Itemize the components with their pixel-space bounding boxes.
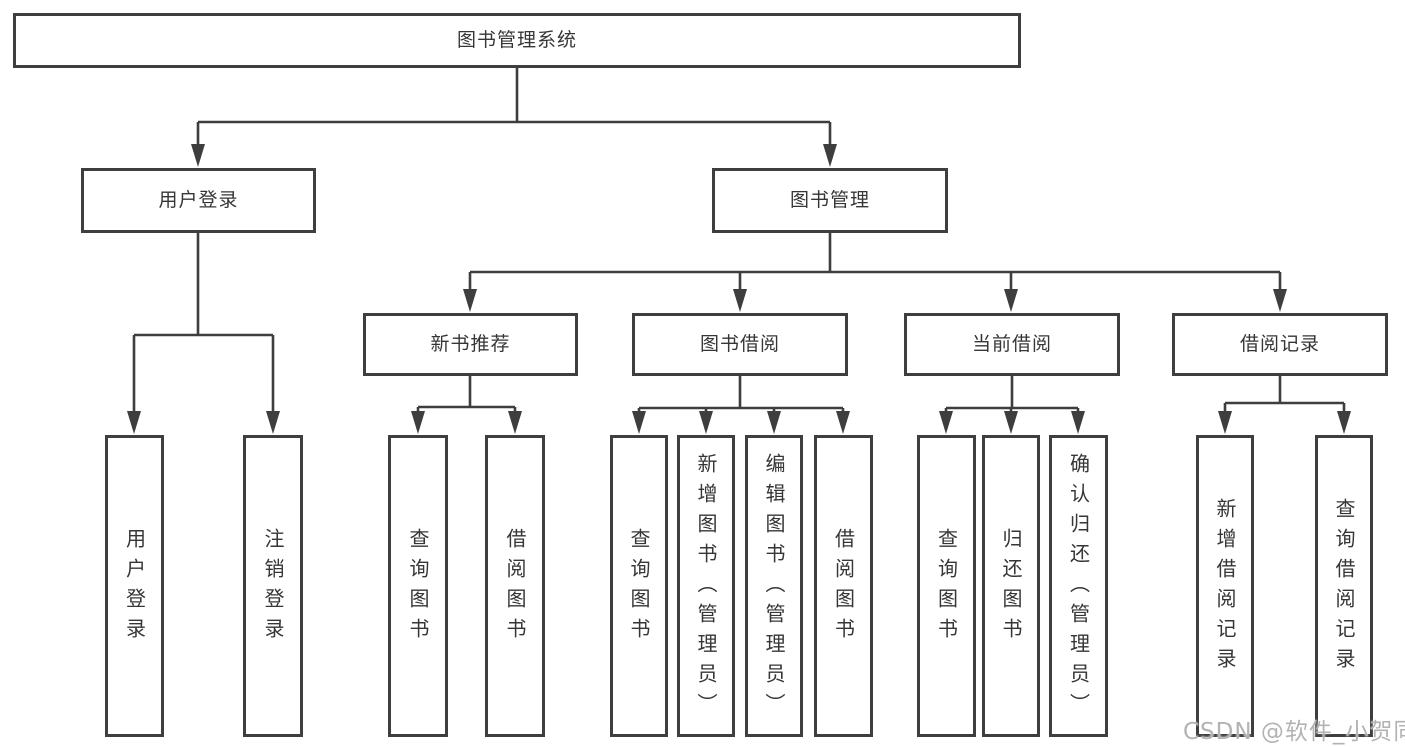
leaf-add-borrow-record: 新增借阅记录 (1196, 435, 1254, 737)
node-root-system: 图书管理系统 (13, 13, 1021, 68)
arrow-icon (699, 411, 713, 434)
leaf-query-books-borrow: 查询图书 (610, 435, 668, 737)
arrow-icon (127, 411, 141, 434)
arrow-icon (767, 411, 781, 434)
arrowheads (127, 144, 1351, 434)
node-book-borrow: 图书借阅 (632, 313, 848, 376)
node-book-management: 图书管理 (712, 168, 948, 233)
leaf-query-borrow-record: 查询借阅记录 (1315, 435, 1373, 737)
arrow-icon (266, 411, 280, 434)
arrow-icon (1004, 289, 1018, 312)
leaf-confirm-return-admin: 确认归还（管理员） (1049, 435, 1108, 737)
arrow-icon (632, 411, 646, 434)
arrow-icon (1071, 411, 1085, 434)
csdn-watermark: CSDN @软件_小贺同学 (1183, 719, 1405, 745)
arrow-icon (1218, 411, 1232, 434)
leaf-user-login: 用户登录 (105, 435, 164, 737)
arrow-icon (836, 411, 850, 434)
node-new-book-recommend: 新书推荐 (363, 313, 578, 376)
arrow-icon (411, 411, 425, 434)
arrow-icon (939, 411, 953, 434)
node-borrow-records: 借阅记录 (1172, 313, 1388, 376)
leaf-borrow-books: 借阅图书 (814, 435, 873, 737)
arrow-icon (823, 144, 837, 167)
leaf-add-books-admin: 新增图书（管理员） (677, 435, 735, 737)
arrow-icon (191, 144, 205, 167)
arrow-icon (1337, 411, 1351, 434)
arrow-icon (1273, 289, 1287, 312)
leaf-edit-books-admin: 编辑图书（管理员） (745, 435, 803, 737)
leaf-return-books: 归还图书 (982, 435, 1040, 737)
connector-path (132, 68, 1346, 413)
arrow-icon (733, 289, 747, 312)
leaf-query-books-current: 查询图书 (917, 435, 976, 737)
leaf-logout: 注销登录 (243, 435, 303, 737)
arrow-icon (508, 411, 522, 434)
node-current-borrow: 当前借阅 (904, 313, 1120, 376)
leaf-borrow-books-recommend: 借阅图书 (485, 435, 545, 737)
leaf-query-books-recommend: 查询图书 (388, 435, 448, 737)
node-user-login: 用户登录 (81, 168, 316, 233)
arrow-icon (463, 289, 477, 312)
arrow-icon (1004, 411, 1018, 434)
